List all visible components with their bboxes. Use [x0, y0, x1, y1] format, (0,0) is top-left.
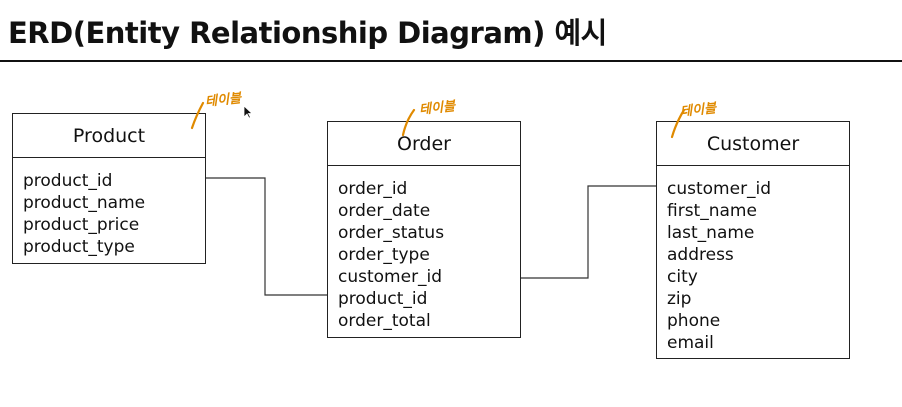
entity-order: Order order_id order_date order_status o… [327, 121, 521, 338]
entity-customer-fields: customer_id first_name last_name address… [657, 166, 849, 354]
field-customer-id: customer_id [667, 179, 772, 199]
entity-product-fields: product_id product_name product_price pr… [13, 158, 205, 258]
field-product-price: product_price [23, 215, 140, 235]
entity-order-title: Order [397, 132, 451, 155]
field-order-status: order_status [338, 223, 445, 243]
field-order-date: order_date [338, 201, 431, 221]
page-title: ERD(Entity Relationship Diagram) 예시 [8, 16, 607, 50]
field-zip: zip [667, 289, 692, 309]
field-product-type: product_type [23, 237, 135, 257]
annotation-tick-customer [670, 108, 686, 139]
entity-customer-title: Customer [706, 132, 800, 155]
field-last-name: last_name [667, 223, 755, 243]
product-order-relationship-line [206, 177, 327, 296]
field-city: city [667, 267, 698, 287]
field-email: email [667, 333, 714, 353]
annotation-tick-order [401, 108, 416, 137]
field-product-name: product_name [23, 193, 146, 213]
annotation-product: 테이블 [204, 91, 242, 110]
entity-customer-header: Customer [657, 122, 849, 166]
cursor-icon [243, 105, 253, 119]
title-divider [0, 60, 902, 62]
entity-product-header: Product [13, 114, 205, 158]
annotation-order: 테이블 [418, 99, 456, 118]
entity-product: Product product_id product_name product_… [12, 113, 206, 264]
field-order-product-id: product_id [338, 289, 428, 309]
field-order-id: order_id [338, 179, 408, 199]
field-product-id: product_id [23, 171, 113, 191]
entity-customer: Customer customer_id first_name last_nam… [656, 121, 850, 359]
entity-product-title: Product [72, 124, 146, 147]
field-phone: phone [667, 311, 721, 331]
order-customer-relationship-line [521, 185, 656, 279]
annotation-tick-product [190, 101, 205, 130]
field-order-total: order_total [338, 311, 431, 331]
field-first-name: first_name [667, 201, 757, 221]
entity-order-fields: order_id order_date order_status order_t… [328, 166, 520, 332]
field-address: address [667, 245, 734, 265]
field-order-type: order_type [338, 245, 430, 265]
entity-order-header: Order [328, 122, 520, 166]
field-order-customer-id: customer_id [338, 267, 443, 287]
annotation-customer: 테이블 [679, 101, 717, 120]
